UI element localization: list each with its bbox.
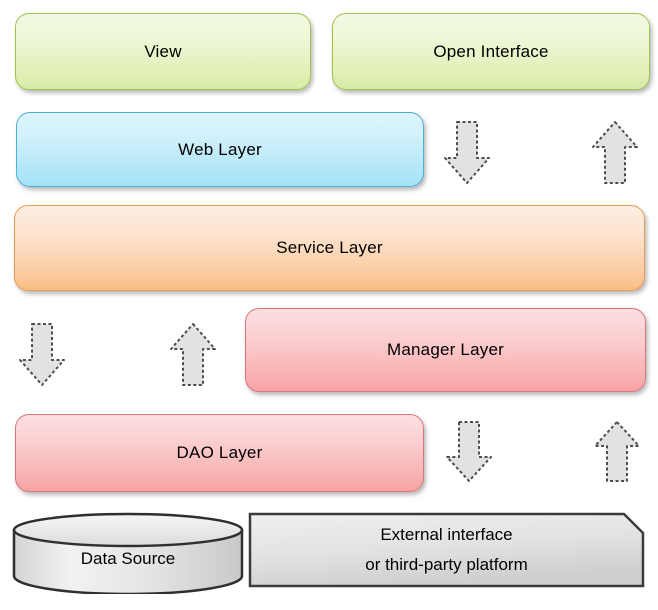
external-interface-note[interactable]: External interface or third-party platfo… [248,512,645,588]
layer-box-view[interactable]: View [15,13,311,90]
data-source-label: Data Source [80,549,176,568]
arrow-up-service-to-open-interface [590,120,640,186]
external-interface-line-1: External interface [380,525,513,545]
layer-box-web[interactable]: Web Layer [16,112,424,187]
layer-box-open-interface[interactable]: Open Interface [332,13,650,90]
layer-label-manager: Manager Layer [387,340,504,359]
data-source-cylinder[interactable]: Data Source [11,512,245,594]
arrow-up-dao-to-service [168,322,218,388]
external-interface-line-2: or third-party platform [365,555,528,574]
layer-label-dao: DAO Layer [176,443,263,462]
arrow-down-web-to-service [443,120,491,186]
layer-box-service[interactable]: Service Layer [14,205,645,291]
layer-box-dao[interactable]: DAO Layer [15,414,424,492]
layer-label-web: Web Layer [178,139,262,159]
layer-label-view: View [144,41,182,61]
arrow-down-service-to-dao [18,322,66,388]
arrow-down-dao-to-data-source [445,420,493,484]
external-interface-label: External interface or third-party platfo… [248,512,645,588]
layer-label-open-interface: Open Interface [433,41,549,61]
arrow-up-external-to-manager [592,420,642,484]
layer-box-manager[interactable]: Manager Layer [245,308,646,392]
layer-label-service: Service Layer [276,238,383,257]
